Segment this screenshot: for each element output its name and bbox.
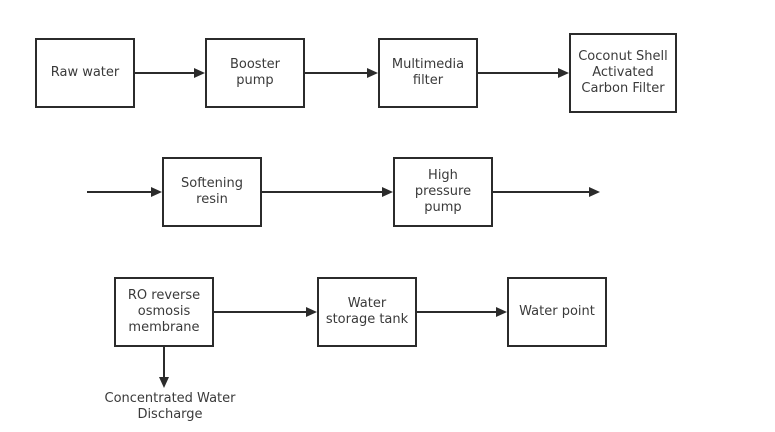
arrow-softening-resin-to-high-pressure-pump xyxy=(262,187,393,197)
node-multimedia-filter: Multimedia filter xyxy=(378,38,478,108)
node-high-pressure-pump: High pressure pump xyxy=(393,157,493,227)
arrow-high-pressure-pump-outgoing xyxy=(493,187,600,197)
node-water-storage-tank: Water storage tank xyxy=(317,277,417,347)
arrow-booster-pump-to-multimedia-filter xyxy=(305,68,378,78)
node-raw-water: Raw water xyxy=(35,38,135,108)
arrow-water-storage-tank-to-water-point xyxy=(417,307,507,317)
arrow-multimedia-filter-to-carbon-filter xyxy=(478,68,569,78)
node-coconut-shell-activated-carbon-filter: Coconut Shell Activated Carbon Filter xyxy=(569,33,677,113)
arrow-ro-membrane-to-concentrated-discharge xyxy=(159,347,169,388)
node-water-point: Water point xyxy=(507,277,607,347)
node-ro-reverse-osmosis-membrane: RO reverse osmosis membrane xyxy=(114,277,214,347)
node-softening-resin: Softening resin xyxy=(162,157,262,227)
node-booster-pump: Booster pump xyxy=(205,38,305,108)
arrow-ro-membrane-to-water-storage-tank xyxy=(214,307,317,317)
label-concentrated-water-discharge: Concentrated Water Discharge xyxy=(104,391,236,422)
arrow-raw-water-to-booster-pump xyxy=(135,68,205,78)
arrow-incoming-to-softening-resin xyxy=(87,187,162,197)
